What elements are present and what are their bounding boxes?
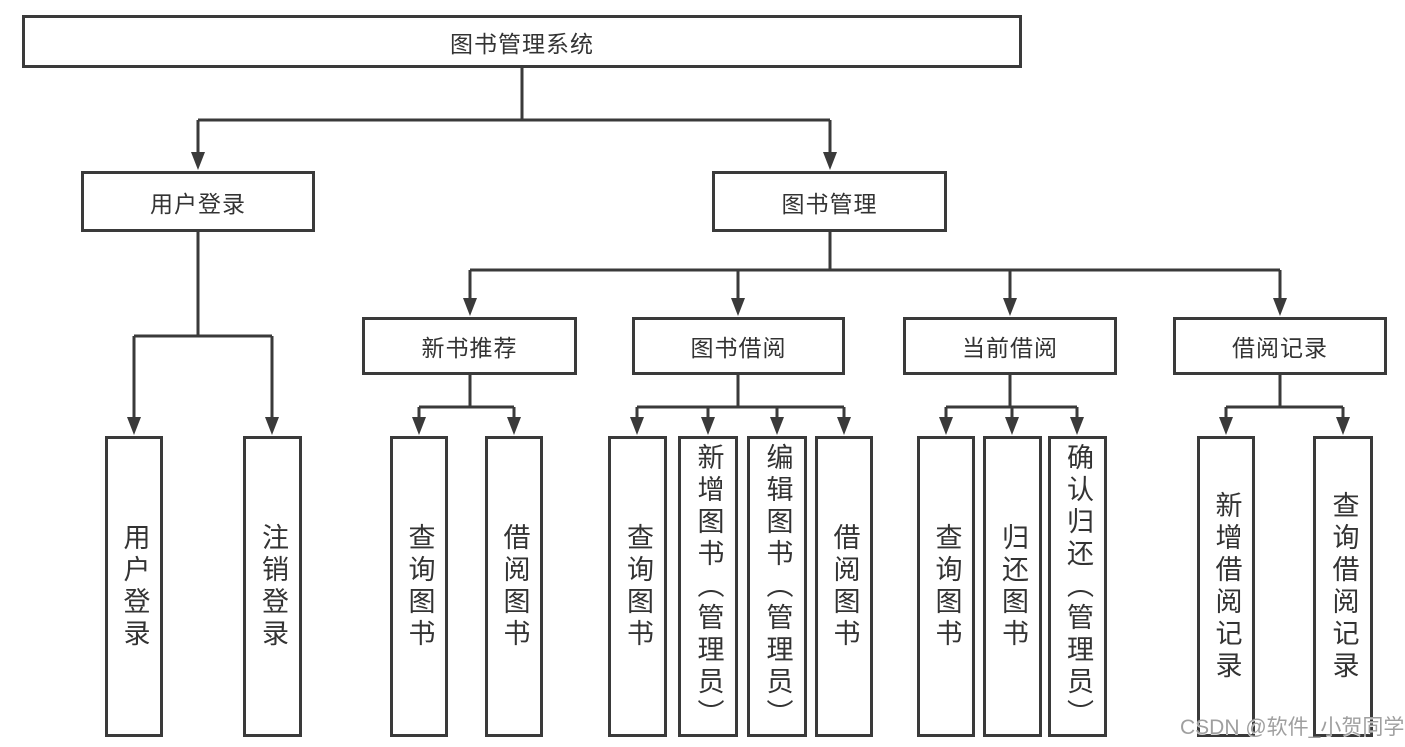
leaf-edit-books-admin: 编辑图书（管理员） bbox=[747, 436, 807, 737]
leaf-query-books-current-label: 查询图书 bbox=[931, 522, 962, 651]
node-root: 图书管理系统 bbox=[22, 15, 1022, 68]
node-user-login-label: 用户登录 bbox=[150, 190, 246, 217]
leaf-add-books-admin-label: 新增图书（管理员） bbox=[693, 442, 724, 731]
leaf-query-books-current: 查询图书 bbox=[917, 436, 975, 737]
leaf-query-books-borrow-label: 查询图书 bbox=[623, 522, 653, 651]
leaf-borrow-books: 借阅图书 bbox=[815, 436, 873, 737]
leaf-query-books-recommend: 查询图书 bbox=[390, 436, 448, 737]
leaf-edit-books-admin-label: 编辑图书（管理员） bbox=[762, 442, 793, 731]
node-new-book-recommend-label: 新书推荐 bbox=[421, 335, 518, 361]
node-current-borrow: 当前借阅 bbox=[903, 317, 1117, 375]
leaf-borrow-books-recommend: 借阅图书 bbox=[485, 436, 543, 737]
leaf-return-books-label: 归还图书 bbox=[998, 522, 1028, 651]
leaf-query-books-recommend-label: 查询图书 bbox=[404, 522, 435, 651]
leaf-logout-login: 注销登录 bbox=[243, 436, 302, 737]
leaf-add-borrow-record-label: 新增借阅记录 bbox=[1211, 490, 1242, 683]
node-new-book-recommend: 新书推荐 bbox=[362, 317, 577, 375]
leaf-user-login-label: 用户登录 bbox=[119, 522, 150, 651]
leaf-add-books-admin: 新增图书（管理员） bbox=[678, 436, 738, 737]
node-borrow-records-label: 借阅记录 bbox=[1232, 335, 1328, 361]
watermark: CSDN @软件_小贺同学 bbox=[1180, 716, 1405, 739]
node-book-borrow: 图书借阅 bbox=[632, 317, 845, 375]
leaf-query-borrow-record-label: 查询借阅记录 bbox=[1328, 490, 1359, 683]
node-borrow-records: 借阅记录 bbox=[1173, 317, 1387, 375]
node-current-borrow-label: 当前借阅 bbox=[962, 335, 1058, 361]
node-book-management: 图书管理 bbox=[712, 171, 947, 232]
leaf-logout-login-label: 注销登录 bbox=[258, 522, 288, 651]
leaf-confirm-return-admin-label: 确认归还（管理员） bbox=[1063, 442, 1093, 731]
leaf-confirm-return-admin: 确认归还（管理员） bbox=[1048, 436, 1107, 737]
node-book-borrow-label: 图书借阅 bbox=[690, 335, 787, 361]
node-book-management-label: 图书管理 bbox=[781, 190, 878, 217]
leaf-query-books-borrow: 查询图书 bbox=[608, 436, 667, 737]
leaf-return-books: 归还图书 bbox=[983, 436, 1042, 737]
leaf-add-borrow-record: 新增借阅记录 bbox=[1197, 436, 1255, 737]
leaf-user-login: 用户登录 bbox=[105, 436, 163, 737]
leaf-borrow-books-recommend-label: 借阅图书 bbox=[499, 522, 530, 651]
leaf-query-borrow-record: 查询借阅记录 bbox=[1313, 436, 1373, 737]
node-root-label: 图书管理系统 bbox=[450, 30, 594, 57]
leaf-borrow-books-label: 借阅图书 bbox=[829, 522, 860, 651]
node-user-login: 用户登录 bbox=[81, 171, 315, 232]
